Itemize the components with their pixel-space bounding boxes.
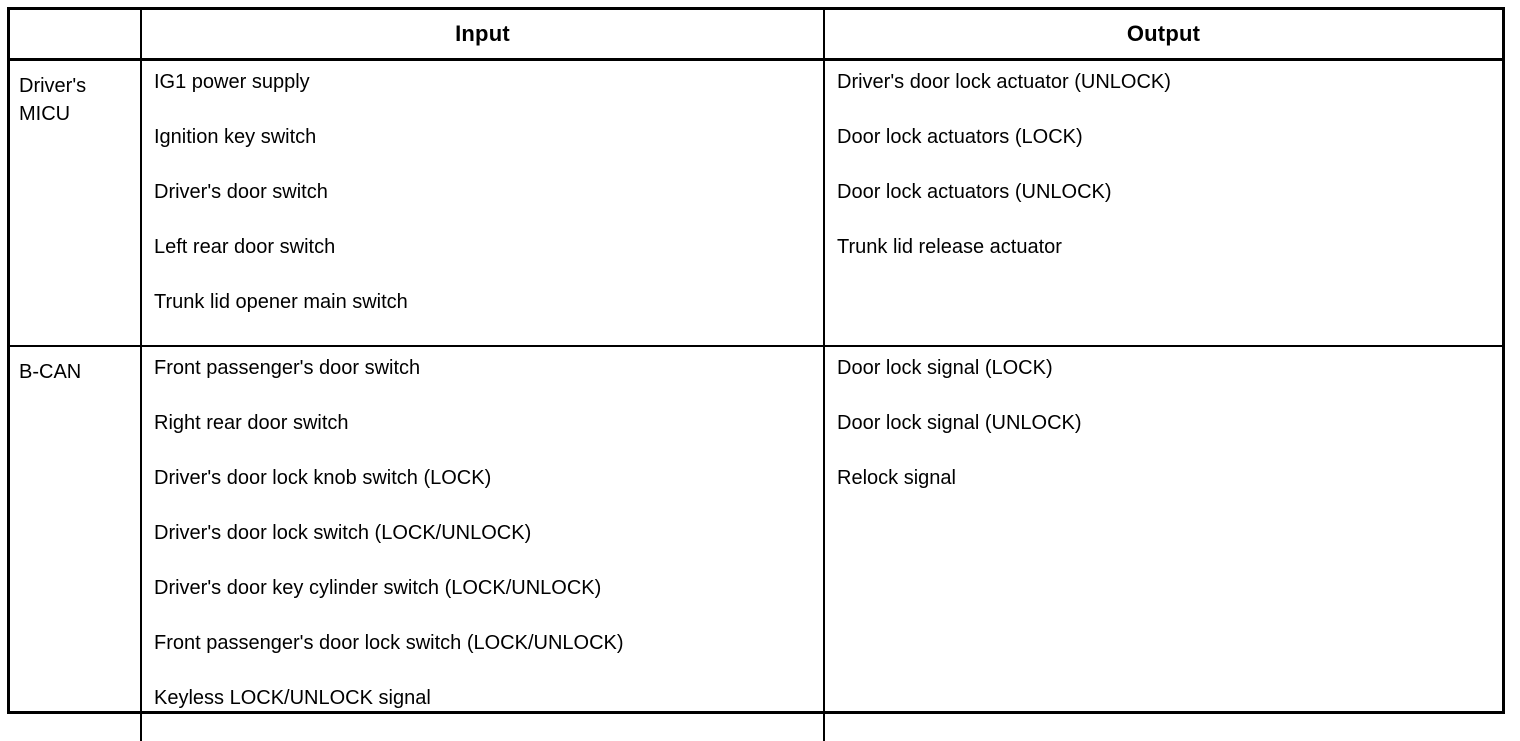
system-label: B-CAN [19, 361, 82, 383]
input-item-list: Front passenger's door switch Right rear… [154, 356, 823, 741]
table-header-row: Input Output [10, 10, 1502, 61]
list-item: Door lock actuators (LOCK) [837, 126, 1083, 148]
header-label-output: Output [1126, 21, 1201, 46]
list-item: Trunk lid opener main switch [154, 291, 408, 313]
header-label-input: Input [455, 21, 510, 46]
list-item: Relock signal [837, 467, 956, 489]
list-item: Driver's door lock actuator (UNLOCK) [837, 71, 1171, 93]
list-item: Door lock signal (LOCK) [837, 357, 1053, 379]
table-body: Driver's MICU IG1 power supply Ignition … [10, 61, 1502, 741]
page-root: Input Output Driver's MICU IG1 power sup… [7, 7, 1505, 741]
system-label: Driver's MICU [19, 75, 87, 125]
header-cell-input: Input [142, 10, 825, 58]
list-item: Front passenger's door switch [154, 357, 421, 379]
input-item-list: IG1 power supply Ignition key switch Dri… [154, 70, 823, 345]
list-item: Driver's door lock switch (LOCK/UNLOCK) [154, 522, 532, 544]
cell-system-name: Driver's MICU [10, 61, 142, 345]
list-item: Right rear door switch [154, 412, 349, 434]
list-item: Door lock actuators (UNLOCK) [837, 181, 1112, 203]
list-item: Trunk lid release actuator [837, 236, 1062, 258]
header-cell-system [10, 10, 142, 58]
output-item-list: Driver's door lock actuator (UNLOCK) Doo… [837, 70, 1502, 290]
cell-output-list: Driver's door lock actuator (UNLOCK) Doo… [825, 61, 1502, 345]
input-output-table: Input Output Driver's MICU IG1 power sup… [7, 7, 1505, 741]
cell-input-list: Front passenger's door switch Right rear… [142, 347, 825, 741]
list-item: Ignition key switch [154, 126, 317, 148]
table-row: Driver's MICU IG1 power supply Ignition … [10, 61, 1502, 347]
list-item: Driver's door switch [154, 181, 328, 203]
list-item: Front passenger's door lock switch (LOCK… [154, 632, 624, 654]
cell-input-list: IG1 power supply Ignition key switch Dri… [142, 61, 825, 345]
header-cell-output: Output [825, 10, 1502, 58]
cell-output-list: Door lock signal (LOCK) Door lock signal… [825, 347, 1502, 741]
list-item: Door lock signal (UNLOCK) [837, 412, 1082, 434]
cell-system-name: B-CAN [10, 347, 142, 741]
list-item: Keyless LOCK/UNLOCK signal [154, 687, 431, 709]
list-item: Driver's door key cylinder switch (LOCK/… [154, 577, 602, 599]
table-row: B-CAN Front passenger's door switch Righ… [10, 347, 1502, 741]
list-item: Left rear door switch [154, 236, 336, 258]
list-item: IG1 power supply [154, 71, 310, 93]
list-item: Driver's door lock knob switch (LOCK) [154, 467, 492, 489]
output-item-list: Door lock signal (LOCK) Door lock signal… [837, 356, 1502, 521]
